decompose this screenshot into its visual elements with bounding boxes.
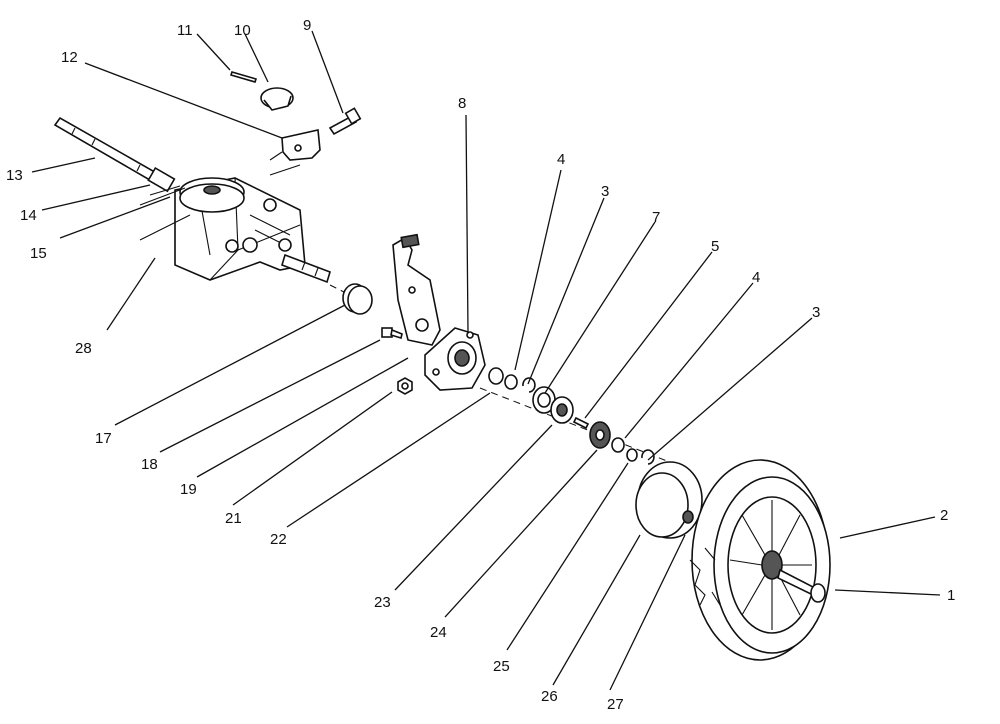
callout-10: 10	[234, 22, 251, 39]
key-5	[572, 416, 590, 430]
callout-labels: 1 2 3 4 5 7 3 4 8 9 10 11 12 13 14 15 17…	[6, 17, 955, 713]
callout-7: 7	[652, 209, 660, 226]
pin-11	[229, 71, 258, 83]
callout-18: 18	[141, 456, 158, 473]
leader-lines	[31, 30, 941, 691]
e-ring-3b	[641, 449, 655, 465]
callout-26: 26	[541, 688, 558, 705]
height-adjuster-plate	[392, 233, 441, 346]
washer-25	[626, 448, 638, 462]
screw-18	[381, 327, 403, 340]
bushing-17	[342, 283, 373, 315]
callout-17: 17	[95, 430, 112, 447]
callout-23: 23	[374, 594, 391, 611]
wheel-hub-cover-26	[635, 461, 703, 539]
callout-9: 9	[303, 17, 311, 34]
transmission-housing	[53, 116, 331, 284]
callout-27: 27	[607, 696, 624, 713]
nut-21	[397, 377, 413, 395]
callout-21: 21	[225, 510, 242, 527]
callout-13: 13	[6, 167, 23, 184]
callout-14: 14	[20, 207, 37, 224]
callout-22: 22	[270, 531, 287, 548]
callout-3-left: 3	[601, 183, 609, 200]
callout-28: 28	[75, 340, 92, 357]
callout-4-left: 4	[557, 151, 565, 168]
callout-15: 15	[30, 245, 47, 262]
callout-12: 12	[61, 49, 78, 66]
callout-3-right: 3	[812, 304, 820, 321]
callout-2: 2	[940, 507, 948, 524]
e-ring-3a	[522, 377, 536, 393]
axle-bolt-1	[777, 568, 826, 603]
callout-19: 19	[180, 481, 197, 498]
washer-4a	[504, 374, 518, 390]
bearing-7	[532, 386, 556, 414]
callout-24: 24	[430, 624, 447, 641]
callout-11: 11	[177, 22, 193, 39]
washer-22	[488, 367, 504, 385]
callout-25: 25	[493, 658, 510, 675]
callout-4-right: 4	[752, 269, 760, 286]
pinion-gear-24	[589, 421, 611, 449]
bearing-23	[550, 396, 574, 424]
bracket-12	[269, 129, 321, 176]
callout-8: 8	[458, 95, 466, 112]
bolt-9	[328, 107, 362, 136]
bearing-housing-8	[424, 327, 486, 391]
washer-4b	[611, 437, 625, 453]
cap-10	[260, 87, 294, 111]
callout-1: 1	[947, 587, 955, 604]
callout-5: 5	[711, 238, 719, 255]
wheel-2	[689, 459, 831, 661]
